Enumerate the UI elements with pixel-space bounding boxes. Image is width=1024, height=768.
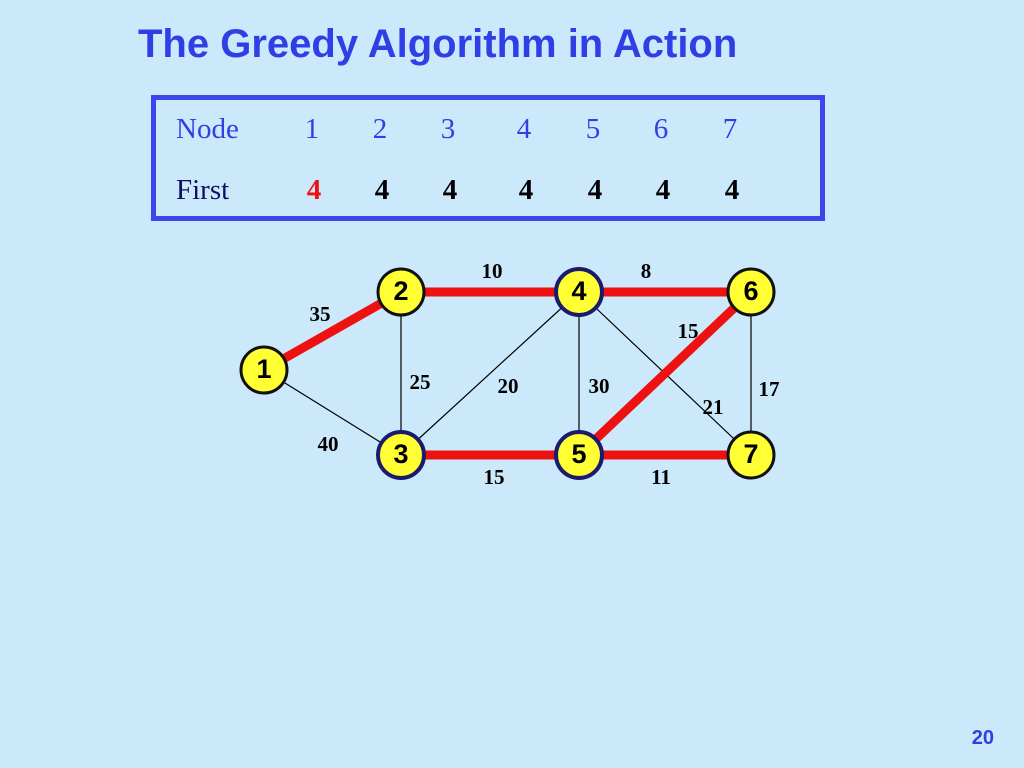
node-cell-2: 2	[372, 113, 388, 145]
edges-layer	[259, 287, 756, 460]
slide-title: The Greedy Algorithm in Action	[138, 22, 738, 66]
edge-weight-1-3: 40	[318, 432, 339, 456]
first-row: First 4 4 4 4 4 4 4	[156, 170, 820, 210]
graph-node-circle-5	[554, 430, 604, 480]
node-row-label: Node	[176, 113, 239, 145]
edge-1-3	[263, 369, 402, 456]
edge-5-6	[574, 287, 756, 460]
edge-3-4	[400, 291, 580, 456]
graph-node-4: 4	[554, 267, 604, 317]
first-cell-1: 4	[306, 174, 322, 206]
node-cell-5: 5	[585, 113, 601, 145]
node-cell-3: 3	[440, 113, 456, 145]
node-first-table: Node 1 2 3 4 5 6 7 First 4 4 4 4 4 4 4	[151, 95, 825, 221]
graph-node-circle-1	[239, 345, 289, 395]
graph-node-circle-7	[726, 430, 776, 480]
edge-weight-3-4: 20	[498, 374, 519, 398]
first-cell-5: 4	[587, 174, 603, 206]
graph-node-label-5: 5	[571, 439, 586, 469]
first-cell-6: 4	[655, 174, 671, 206]
page-number: 20	[971, 727, 994, 749]
graph-node-label-3: 3	[393, 439, 408, 469]
first-cell-2: 4	[374, 174, 390, 206]
node-cell-4: 4	[516, 113, 532, 145]
graph-node-circle-6	[726, 267, 776, 317]
graph-node-7: 7	[726, 430, 776, 480]
edge-weight-5-7: 11	[651, 465, 671, 489]
graph-node-1: 1	[239, 345, 289, 395]
edge-weight-3-5: 15	[484, 465, 505, 489]
edge-weight-4-7: 21	[703, 395, 724, 419]
edge-1-2	[259, 287, 406, 375]
edge-weight-4-6: 8	[641, 259, 652, 283]
first-row-label: First	[176, 174, 230, 206]
node-cell-6: 6	[653, 113, 669, 145]
first-cell-3: 4	[442, 174, 458, 206]
edge-weight-1-2: 35	[310, 302, 331, 326]
node-row: Node 1 2 3 4 5 6 7	[156, 109, 820, 149]
graph-node-circle-2	[376, 267, 426, 317]
graph-node-label-7: 7	[743, 439, 758, 469]
node-cell-7: 7	[722, 113, 738, 145]
graph-node-label-4: 4	[571, 276, 586, 306]
graph-node-label-2: 2	[393, 276, 408, 306]
edge-weight-6-7: 17	[759, 377, 780, 401]
graph-node-label-6: 6	[743, 276, 758, 306]
node-cell-1: 1	[304, 113, 320, 145]
edge-weight-2-4: 10	[482, 259, 503, 283]
edge-weight-2-3: 25	[410, 370, 431, 394]
graph-node-2: 2	[376, 267, 426, 317]
edge-weight-4-5: 30	[589, 374, 610, 398]
graph-node-circle-3	[376, 430, 426, 480]
graph-node-label-1: 1	[256, 354, 271, 384]
first-cell-7: 4	[724, 174, 740, 206]
nodes-layer: 1 2 3 4 5 6 7	[239, 267, 776, 480]
graph-node-circle-4	[554, 267, 604, 317]
edge-weight-5-6: 15	[678, 319, 699, 343]
graph-node-6: 6	[726, 267, 776, 317]
graph-node-3: 3	[376, 430, 426, 480]
graph-node-5: 5	[554, 430, 604, 480]
first-cell-4: 4	[518, 174, 534, 206]
